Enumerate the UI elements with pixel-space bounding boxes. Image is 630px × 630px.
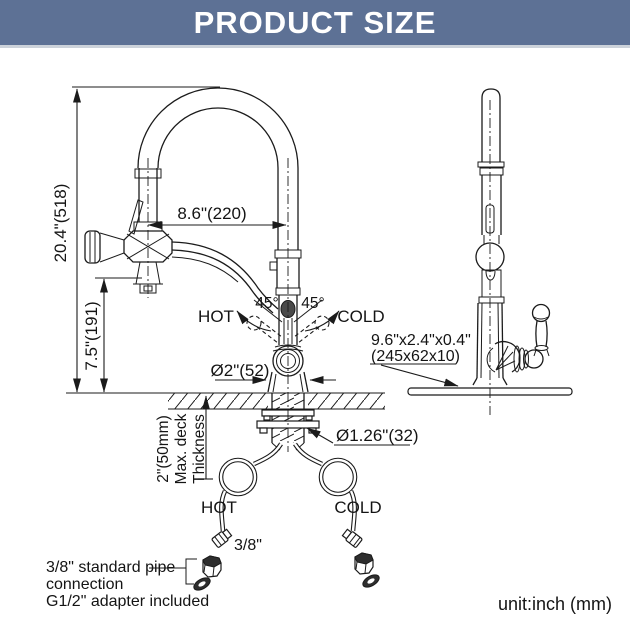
title-banner: PRODUCT SIZE bbox=[0, 0, 630, 48]
deck-thickness-label-line2: Max. deck bbox=[173, 413, 190, 484]
side-view-faucet bbox=[407, 88, 573, 415]
hot-label-hose: HOT bbox=[201, 498, 237, 517]
footnote-callout bbox=[149, 552, 380, 591]
deck-thickness-label-line1: 2"(50mm) bbox=[155, 415, 172, 483]
hot-label-mid: HOT bbox=[198, 307, 234, 326]
angle-left-label: 45° bbox=[255, 295, 278, 312]
base-diameter-label: Ø2"(52) bbox=[211, 361, 270, 380]
washer-icon-right bbox=[362, 574, 380, 588]
hose-end-fitting-hot bbox=[211, 528, 233, 548]
nut-icon-right bbox=[354, 552, 374, 575]
hose-end-fitting-cold bbox=[341, 528, 363, 548]
angle-right-label: 45° bbox=[301, 295, 324, 312]
supply-hoses bbox=[211, 442, 363, 548]
page-title: PRODUCT SIZE bbox=[193, 4, 437, 40]
countertop-section bbox=[66, 392, 385, 410]
front-view-faucet bbox=[84, 87, 330, 393]
reach-dimension-label: 8.6"(220) bbox=[177, 204, 246, 223]
dimension-lines bbox=[72, 86, 459, 480]
footnote-line3: G1/2" adapter included bbox=[46, 593, 209, 610]
height-dimension-label: 20.4"(518) bbox=[51, 184, 70, 263]
cold-label-mid: COLD bbox=[337, 307, 384, 326]
washer-icon-left bbox=[193, 577, 211, 591]
cold-label-hose: COLD bbox=[334, 498, 381, 517]
unit-label: unit:inch (mm) bbox=[498, 594, 612, 614]
deck-thickness-label-line3: Thickness bbox=[191, 414, 208, 484]
footnote-line2: connection bbox=[46, 576, 123, 593]
spray-height-dimension-label: 7.5"(191) bbox=[82, 301, 101, 370]
shank-diameter-label: Ø1.26"(32) bbox=[336, 426, 419, 445]
hose-size-label: 3/8" bbox=[234, 537, 262, 554]
plate-size-label-line2: (245x62x10) bbox=[371, 348, 460, 365]
nut-icon-left bbox=[202, 555, 222, 578]
plate-size-label-line1: 9.6"x2.4"x0.4" bbox=[371, 332, 471, 349]
footnote-line1: 3/8" standard pipe bbox=[46, 559, 175, 576]
